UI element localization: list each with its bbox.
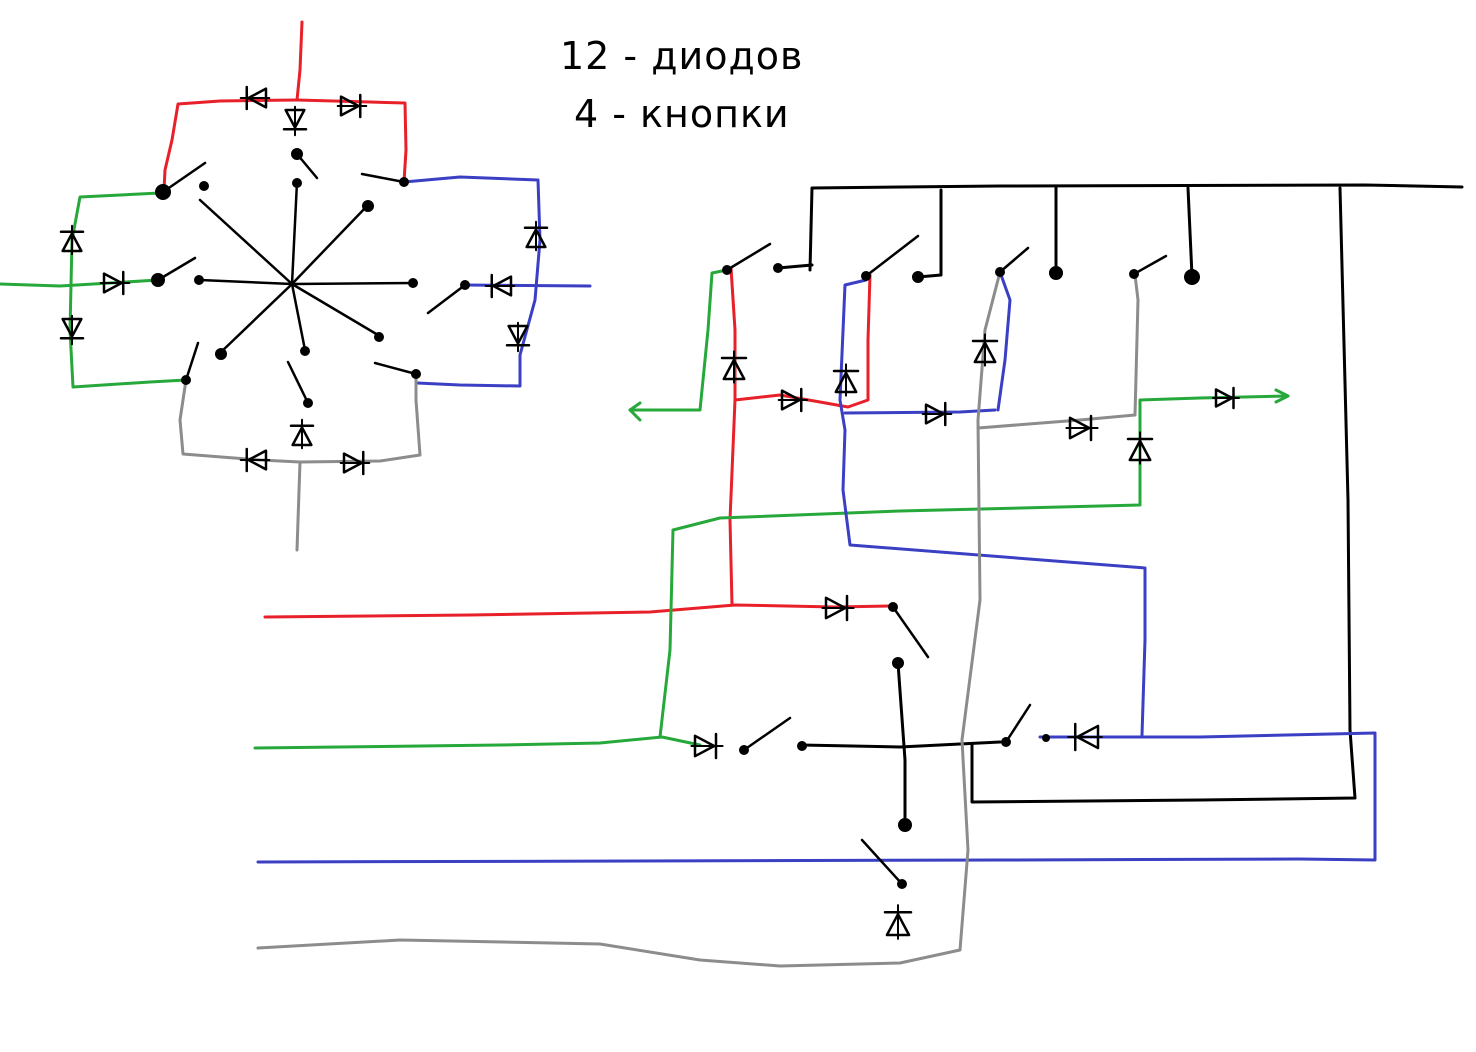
diode-top-right: [336, 93, 368, 119]
green-branch: [671, 394, 1290, 532]
diode-left-center: [99, 270, 131, 296]
diode-r-12: [883, 904, 913, 940]
note-diode-count: 12 - диодов: [560, 34, 804, 78]
red-wire-top: [295, 20, 304, 102]
sw-g-contact: [1042, 734, 1050, 742]
green-top-left-in: [628, 268, 729, 412]
diode-top-left: [239, 85, 271, 111]
diode-r-3: [832, 363, 860, 397]
sw-f-lever: [742, 716, 792, 752]
diode-r-1: [720, 350, 748, 384]
diode-r-11: [1067, 722, 1103, 752]
contact-top-right: [362, 200, 374, 212]
switch-top-left-lever: [161, 161, 207, 194]
gray-branch: [976, 273, 1140, 430]
blue-wire-right-in: [463, 283, 592, 288]
diode-right-upper: [523, 220, 549, 252]
diode-top-center: [282, 105, 308, 137]
blue-upper-branch: [843, 408, 997, 415]
switch-bottom-lever: [286, 360, 310, 405]
black-drop-3: [1186, 186, 1194, 278]
blue-wire-right-arm: [402, 175, 542, 388]
sw-f-contact: [797, 741, 807, 751]
note-button-count: 4 - кнопки: [574, 92, 790, 136]
sw-e-lever: [891, 605, 930, 659]
green-wire-left-in: [0, 278, 160, 288]
red-wire-left-arm: [162, 98, 299, 192]
contact-right: [408, 278, 418, 288]
red-wire-right-arm: [295, 98, 408, 184]
contact-left: [194, 275, 204, 285]
sw-b-lever: [864, 234, 920, 278]
switch-right-lever: [426, 283, 467, 315]
diode-bottom-left: [239, 447, 271, 473]
contact-bottom: [300, 346, 310, 356]
switch-top-right-lever: [360, 172, 406, 184]
star-spoke-6: [218, 282, 294, 355]
diode-r-8: [1212, 386, 1240, 410]
black-top-bus: [808, 183, 1464, 272]
red-main-vertical: [728, 266, 737, 607]
star-spoke-5: [290, 282, 307, 352]
diode-r-5: [971, 333, 999, 367]
sw-e-contact: [892, 657, 904, 669]
diode-r-7: [1126, 431, 1154, 465]
black-switch-vertical: [896, 661, 907, 827]
components: [59, 85, 1290, 940]
diode-r-6: [1065, 414, 1099, 442]
sw-b-contact: [912, 271, 924, 283]
green-arrow-tip: [1274, 388, 1290, 404]
sw-d-lever: [1132, 254, 1168, 276]
star-spoke-1: [290, 180, 299, 286]
switch-left-lever: [156, 256, 197, 282]
contact-top: [292, 178, 302, 188]
switch-bottom-left-lever: [184, 341, 200, 382]
diode-bottom-right: [339, 450, 371, 476]
sw-c-contact: [1049, 266, 1063, 280]
black-right-vertical: [970, 186, 1357, 804]
sw-g-lever: [1004, 703, 1032, 744]
diode-r-10: [690, 732, 724, 760]
diode-r-4: [921, 401, 953, 427]
contact-bottom-left: [215, 348, 227, 360]
diode-r-9: [821, 594, 855, 622]
black-middle-line: [799, 740, 1002, 749]
star-spoke-2: [290, 203, 370, 286]
gray-wire-bottom-out: [295, 460, 302, 552]
star-spoke-7: [198, 278, 294, 286]
sw-d-contact: [1184, 269, 1200, 285]
contact-top-left: [199, 181, 209, 191]
switch-top-lever: [295, 152, 319, 180]
sw-a-lever: [725, 242, 772, 272]
red-top-branch: [733, 273, 872, 409]
diode-r-2: [777, 387, 809, 413]
star-spoke-4: [290, 282, 380, 337]
sw-h-contact: [898, 818, 912, 832]
red-input-line: [263, 603, 894, 619]
contact-bottom-right: [374, 332, 384, 342]
black-drop-bus-left: [776, 263, 814, 270]
blue-top-right-branch: [996, 270, 1012, 412]
green-input-line: [253, 735, 702, 750]
green-vertical-left: [658, 528, 675, 739]
blue-loop: [838, 278, 1147, 737]
diode-bottom-center: [289, 418, 315, 450]
black-drop-1: [916, 188, 943, 279]
diode-left-upper: [59, 224, 85, 256]
star-spoke-0: [198, 198, 294, 286]
sw-h-lever: [860, 838, 904, 886]
star-spoke-3: [290, 281, 417, 286]
sw-c-lever: [998, 246, 1030, 274]
gray-vertical: [256, 270, 1002, 968]
sw-a-contact: [773, 263, 783, 273]
diode-right-lower: [505, 321, 531, 353]
diode-left-lower: [59, 314, 85, 346]
blue-right-line: [256, 731, 1377, 864]
switch-bottom-right-lever: [373, 361, 418, 376]
green-wire-left-arm: [68, 191, 188, 389]
green-input-tip: [628, 401, 642, 422]
wires: [0, 20, 1464, 968]
diode-right-center: [484, 273, 516, 299]
